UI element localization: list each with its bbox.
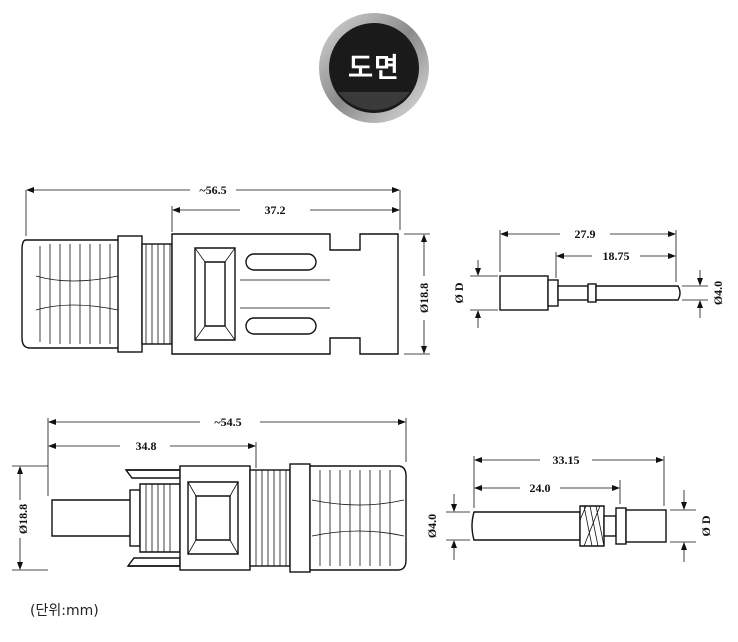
bottom-overall-length: ~54.5: [214, 415, 241, 429]
top-overall-length: ~56.5: [199, 183, 226, 197]
unit-note: (단위:mm): [30, 603, 99, 619]
bottom-pin: [471, 505, 667, 547]
top-body-length: 37.2: [265, 203, 286, 217]
top-pin-tip-diameter: Ø4.0: [711, 281, 725, 305]
top-dimension-lines: [25, 187, 430, 355]
top-pin: [499, 275, 681, 311]
bottom-pin-body-length: 24.0: [530, 481, 551, 495]
title-badge-label: 도면: [348, 53, 400, 84]
bottom-connector: [51, 463, 407, 573]
top-pin-length: 27.9: [575, 227, 596, 241]
top-connector: [21, 233, 399, 355]
bottom-dimension-lines: [12, 418, 407, 571]
bottom-pin-tip-diameter: Ø4.0: [425, 514, 439, 538]
bottom-diameter: Ø18.8: [16, 504, 30, 534]
top-pin-body-diameter: Ø D: [452, 282, 466, 303]
top-diameter: Ø18.8: [417, 283, 431, 313]
bottom-pin-length: 34.8: [136, 439, 157, 453]
top-pin-tip-length: 18.75: [603, 249, 630, 263]
bottom-pin-body-diameter: Ø D: [699, 515, 713, 536]
top-pin-dimension-lines: [470, 230, 708, 328]
title-badge: [319, 13, 429, 123]
bottom-pin-total-length: 33.15: [553, 453, 580, 467]
bottom-pin-dimension-lines: [446, 456, 696, 562]
